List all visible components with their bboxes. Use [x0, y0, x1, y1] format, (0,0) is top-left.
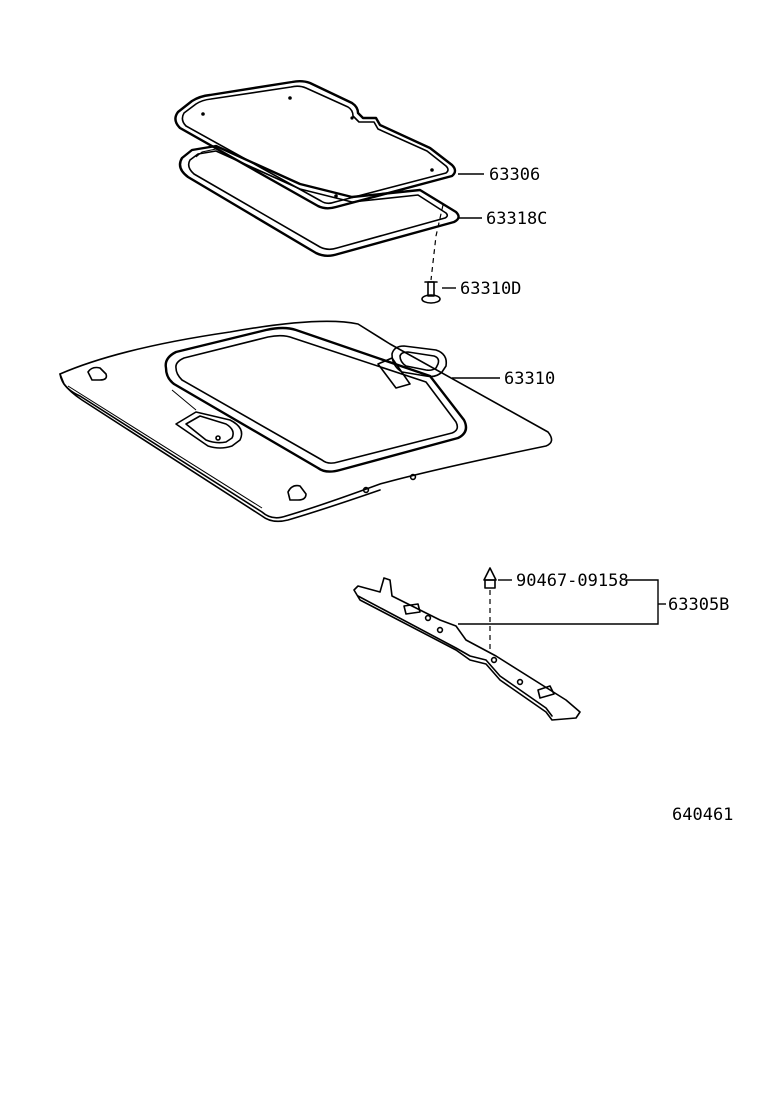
label-63318C: 63318C	[486, 209, 547, 229]
headliner-63310	[59, 320, 553, 523]
label-63306: 63306	[489, 165, 540, 185]
gasket-63318C	[178, 144, 460, 257]
label-63305B: 63305B	[668, 595, 729, 615]
figure-code: 640461	[672, 805, 733, 825]
label-90467-09158: 90467-09158	[516, 571, 629, 591]
clip-63310D-dashed-line	[430, 204, 444, 281]
clip-63310D	[421, 281, 441, 304]
bracket-63305B	[353, 577, 581, 721]
label-63310D: 63310D	[460, 279, 521, 299]
clip-90467-09158	[483, 567, 497, 589]
label-63310: 63310	[504, 369, 555, 389]
panel-63306	[174, 80, 457, 210]
leader-63305B-bracket	[458, 579, 659, 625]
